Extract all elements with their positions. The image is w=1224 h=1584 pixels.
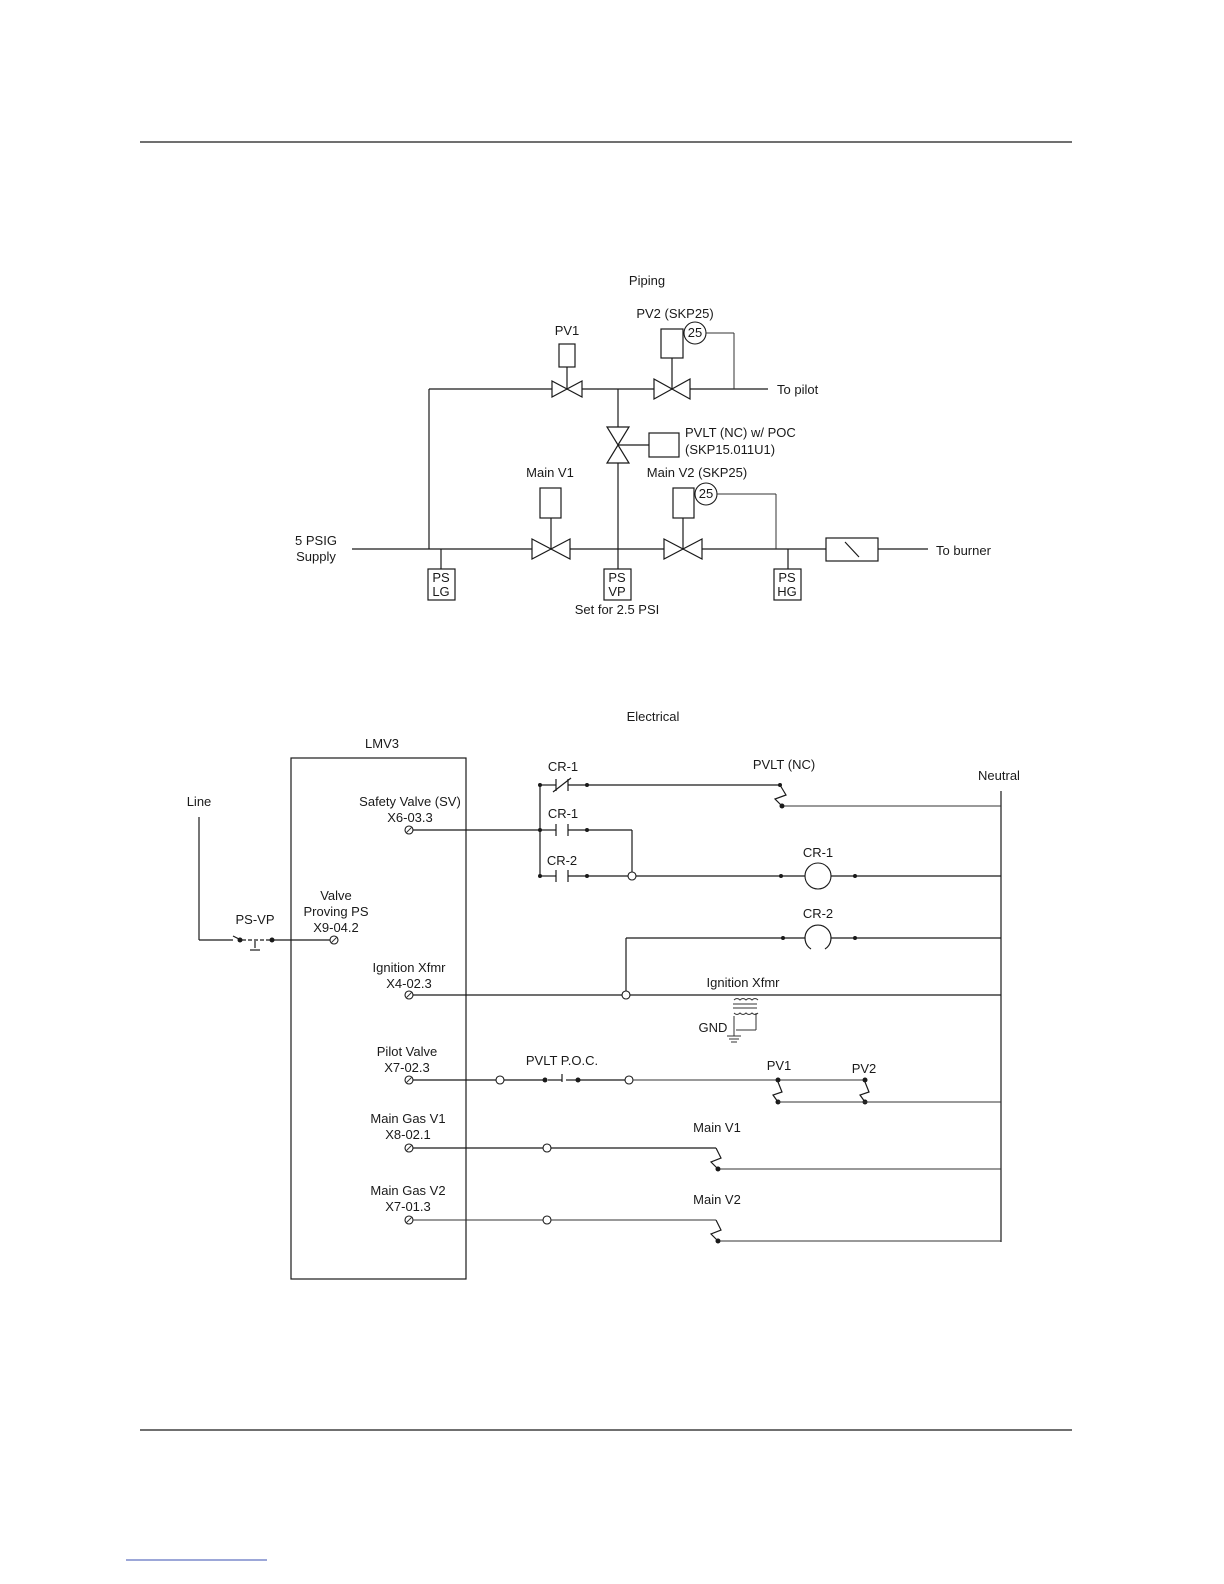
ign-xfmr-label: Ignition Xfmr <box>707 975 781 990</box>
cr1-no-contact-icon <box>538 824 589 836</box>
pilot-terminal-label: Pilot Valve <box>377 1044 437 1059</box>
cr1-nc-contact-icon <box>538 777 589 793</box>
ps-lg-box <box>427 568 456 601</box>
to-pilot-label: To pilot <box>777 382 819 397</box>
line-label: Line <box>187 794 212 809</box>
pvlt-label-line1: PVLT (NC) w/ POC <box>685 425 796 440</box>
pvlt-poc-label: PVLT P.O.C. <box>526 1053 598 1068</box>
lmv3-controller-box <box>290 757 467 1280</box>
butterfly-valve-icon <box>825 537 879 562</box>
main-v2-valve <box>663 482 777 560</box>
pv2-coil-icon <box>859 1077 870 1105</box>
to-burner-label: To burner <box>936 543 992 558</box>
cr2-no-contact-icon <box>538 870 589 882</box>
ps-hg-box <box>773 568 802 601</box>
piping-title: Piping <box>629 273 665 288</box>
mgv1-terminal-code: X8-02.1 <box>385 1127 431 1142</box>
cr1-no-label: CR-1 <box>548 806 578 821</box>
cr1-coil-label: CR-1 <box>803 845 833 860</box>
main-v2-gauge-value: 25 <box>699 486 713 501</box>
main-v1-coil-icon <box>709 1147 722 1172</box>
main-v2-coil-icon <box>709 1219 722 1244</box>
pvlt-nc-label: PVLT (NC) <box>753 757 815 772</box>
cr1-coil-icon <box>779 862 857 890</box>
sv-terminal-label: Safety Valve (SV) <box>359 794 461 809</box>
junction-node <box>627 871 637 881</box>
mgv1-terminal-label: Main Gas V1 <box>370 1111 445 1126</box>
piping-diagram: Piping PV1 25 PV2 (SKP2 <box>295 273 992 617</box>
supply-label-line2: Supply <box>296 549 336 564</box>
pvlt-label-line2: (SKP15.011U1) <box>685 442 775 457</box>
ps-vp-box <box>603 568 632 601</box>
ps-vp-note: Set for 2.5 PSI <box>575 602 660 617</box>
electrical-diagram: Electrical LMV3 Line PS-VP Safety Valve … <box>187 709 1020 1280</box>
electrical-title: Electrical <box>627 709 680 724</box>
mgv2-terminal-code: X7-01.3 <box>385 1199 431 1214</box>
pvlt-poc-switch-icon <box>542 1074 581 1083</box>
gnd-label: GND <box>699 1020 728 1035</box>
pv2-valve <box>653 321 735 401</box>
ps-hg-line2: HG <box>777 584 797 599</box>
pvlt-valve <box>605 426 680 464</box>
main-v1-coil-label: Main V1 <box>693 1120 741 1135</box>
main-v1-valve <box>531 487 571 560</box>
pilot-terminal-code: X7-02.3 <box>384 1060 430 1075</box>
pv1-valve <box>551 343 583 398</box>
ps-vp-line1: PS <box>608 570 626 585</box>
ign-terminal-code: X4-02.3 <box>386 976 432 991</box>
main-v1-label: Main V1 <box>526 465 574 480</box>
vp-terminal-code: X9-04.2 <box>313 920 359 935</box>
pvlt-nc-coil-icon <box>773 783 787 809</box>
ps-vp-line2: VP <box>608 584 625 599</box>
main-v2-label: Main V2 (SKP25) <box>647 465 747 480</box>
cr1-nc-label: CR-1 <box>548 759 578 774</box>
cr2-coil-icon <box>781 924 857 950</box>
ps-vp-switch-icon <box>232 935 275 951</box>
ign-junction-node <box>621 990 631 1000</box>
mgv2-terminal-label: Main Gas V2 <box>370 1183 445 1198</box>
pv2-coil-label: PV2 <box>852 1061 877 1076</box>
ps-vp-label: PS-VP <box>235 912 274 927</box>
lmv3-label: LMV3 <box>365 736 399 751</box>
terminal-symbols <box>329 825 414 1225</box>
pv2-gauge-value: 25 <box>688 325 702 340</box>
cr2-coil-label: CR-2 <box>803 906 833 921</box>
pv1-coil-icon <box>772 1077 783 1105</box>
pv1-coil-label: PV1 <box>767 1058 792 1073</box>
sv-terminal-code: X6-03.3 <box>387 810 433 825</box>
vp-terminal-label-2: Proving PS <box>303 904 368 919</box>
ps-lg-line2: LG <box>432 584 449 599</box>
pv1-label: PV1 <box>555 323 580 338</box>
main-v2-coil-label: Main V2 <box>693 1192 741 1207</box>
ign-terminal-label: Ignition Xfmr <box>373 960 447 975</box>
ignition-transformer-icon <box>727 998 759 1043</box>
ps-hg-line1: PS <box>778 570 796 585</box>
neutral-label: Neutral <box>978 768 1020 783</box>
cr2-no-label: CR-2 <box>547 853 577 868</box>
vp-terminal-label-1: Valve <box>320 888 352 903</box>
supply-label-line1: 5 PSIG <box>295 533 337 548</box>
pv2-label: PV2 (SKP25) <box>636 306 713 321</box>
ps-lg-line1: PS <box>432 570 450 585</box>
